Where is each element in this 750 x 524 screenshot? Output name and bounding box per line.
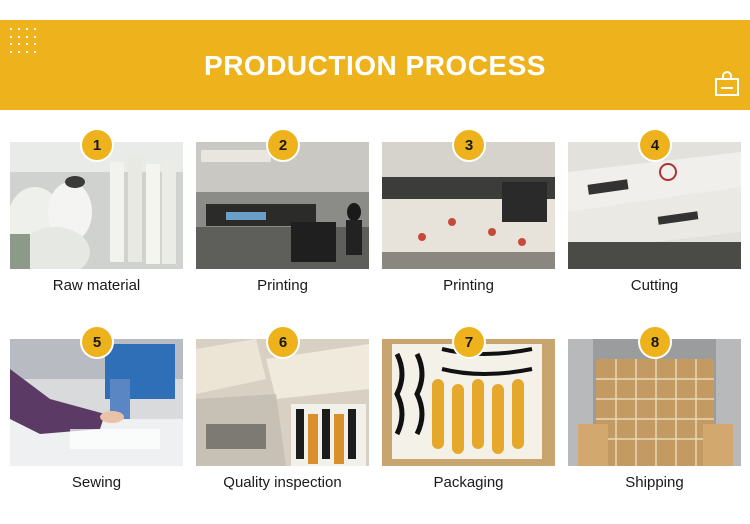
step-card-6: 6 Quality inspection (196, 327, 369, 497)
dots-grid-icon (10, 28, 36, 54)
shipping-photo (568, 339, 741, 466)
step-card-5: 5 Sewing (10, 327, 183, 497)
page-title: PRODUCTION PROCESS (204, 50, 546, 81)
step-label: Quality inspection (223, 474, 342, 491)
step-number-badge: 8 (640, 327, 670, 357)
step-card-3: 3 Printing (382, 130, 555, 300)
printing-photo (382, 142, 555, 269)
step-label: Cutting (630, 277, 679, 294)
step-number-badge: 1 (82, 130, 112, 160)
step-label: Packaging (433, 474, 504, 491)
step-card-7: 7 Packaging (382, 327, 555, 497)
step-number-badge: 3 (454, 130, 484, 160)
quality-inspection-photo (196, 339, 369, 466)
step-card-8: 8 Shipping (568, 327, 741, 497)
step-number-badge: 5 (82, 327, 112, 357)
cutting-photo (568, 142, 741, 269)
step-number-badge: 4 (640, 130, 670, 160)
header-banner: PRODUCTION PROCESS (0, 20, 750, 110)
step-label: Shipping (625, 474, 684, 491)
step-card-2: 2 Printing (196, 130, 369, 300)
step-label: Sewing (71, 474, 122, 491)
step-label: Raw material (52, 277, 141, 294)
step-number-badge: 7 (454, 327, 484, 357)
step-label: Printing (257, 277, 308, 294)
printing-photo (196, 142, 369, 269)
packaging-photo (382, 339, 555, 466)
step-number-badge: 6 (268, 327, 298, 357)
raw-material-photo (10, 142, 183, 269)
step-number-badge: 2 (268, 130, 298, 160)
sewing-photo (10, 339, 183, 466)
step-label: Printing (443, 277, 494, 294)
step-card-1: 1 Raw material (10, 130, 183, 300)
shopping-bag-icon (715, 71, 739, 96)
step-card-4: 4 Cutting (568, 130, 741, 300)
